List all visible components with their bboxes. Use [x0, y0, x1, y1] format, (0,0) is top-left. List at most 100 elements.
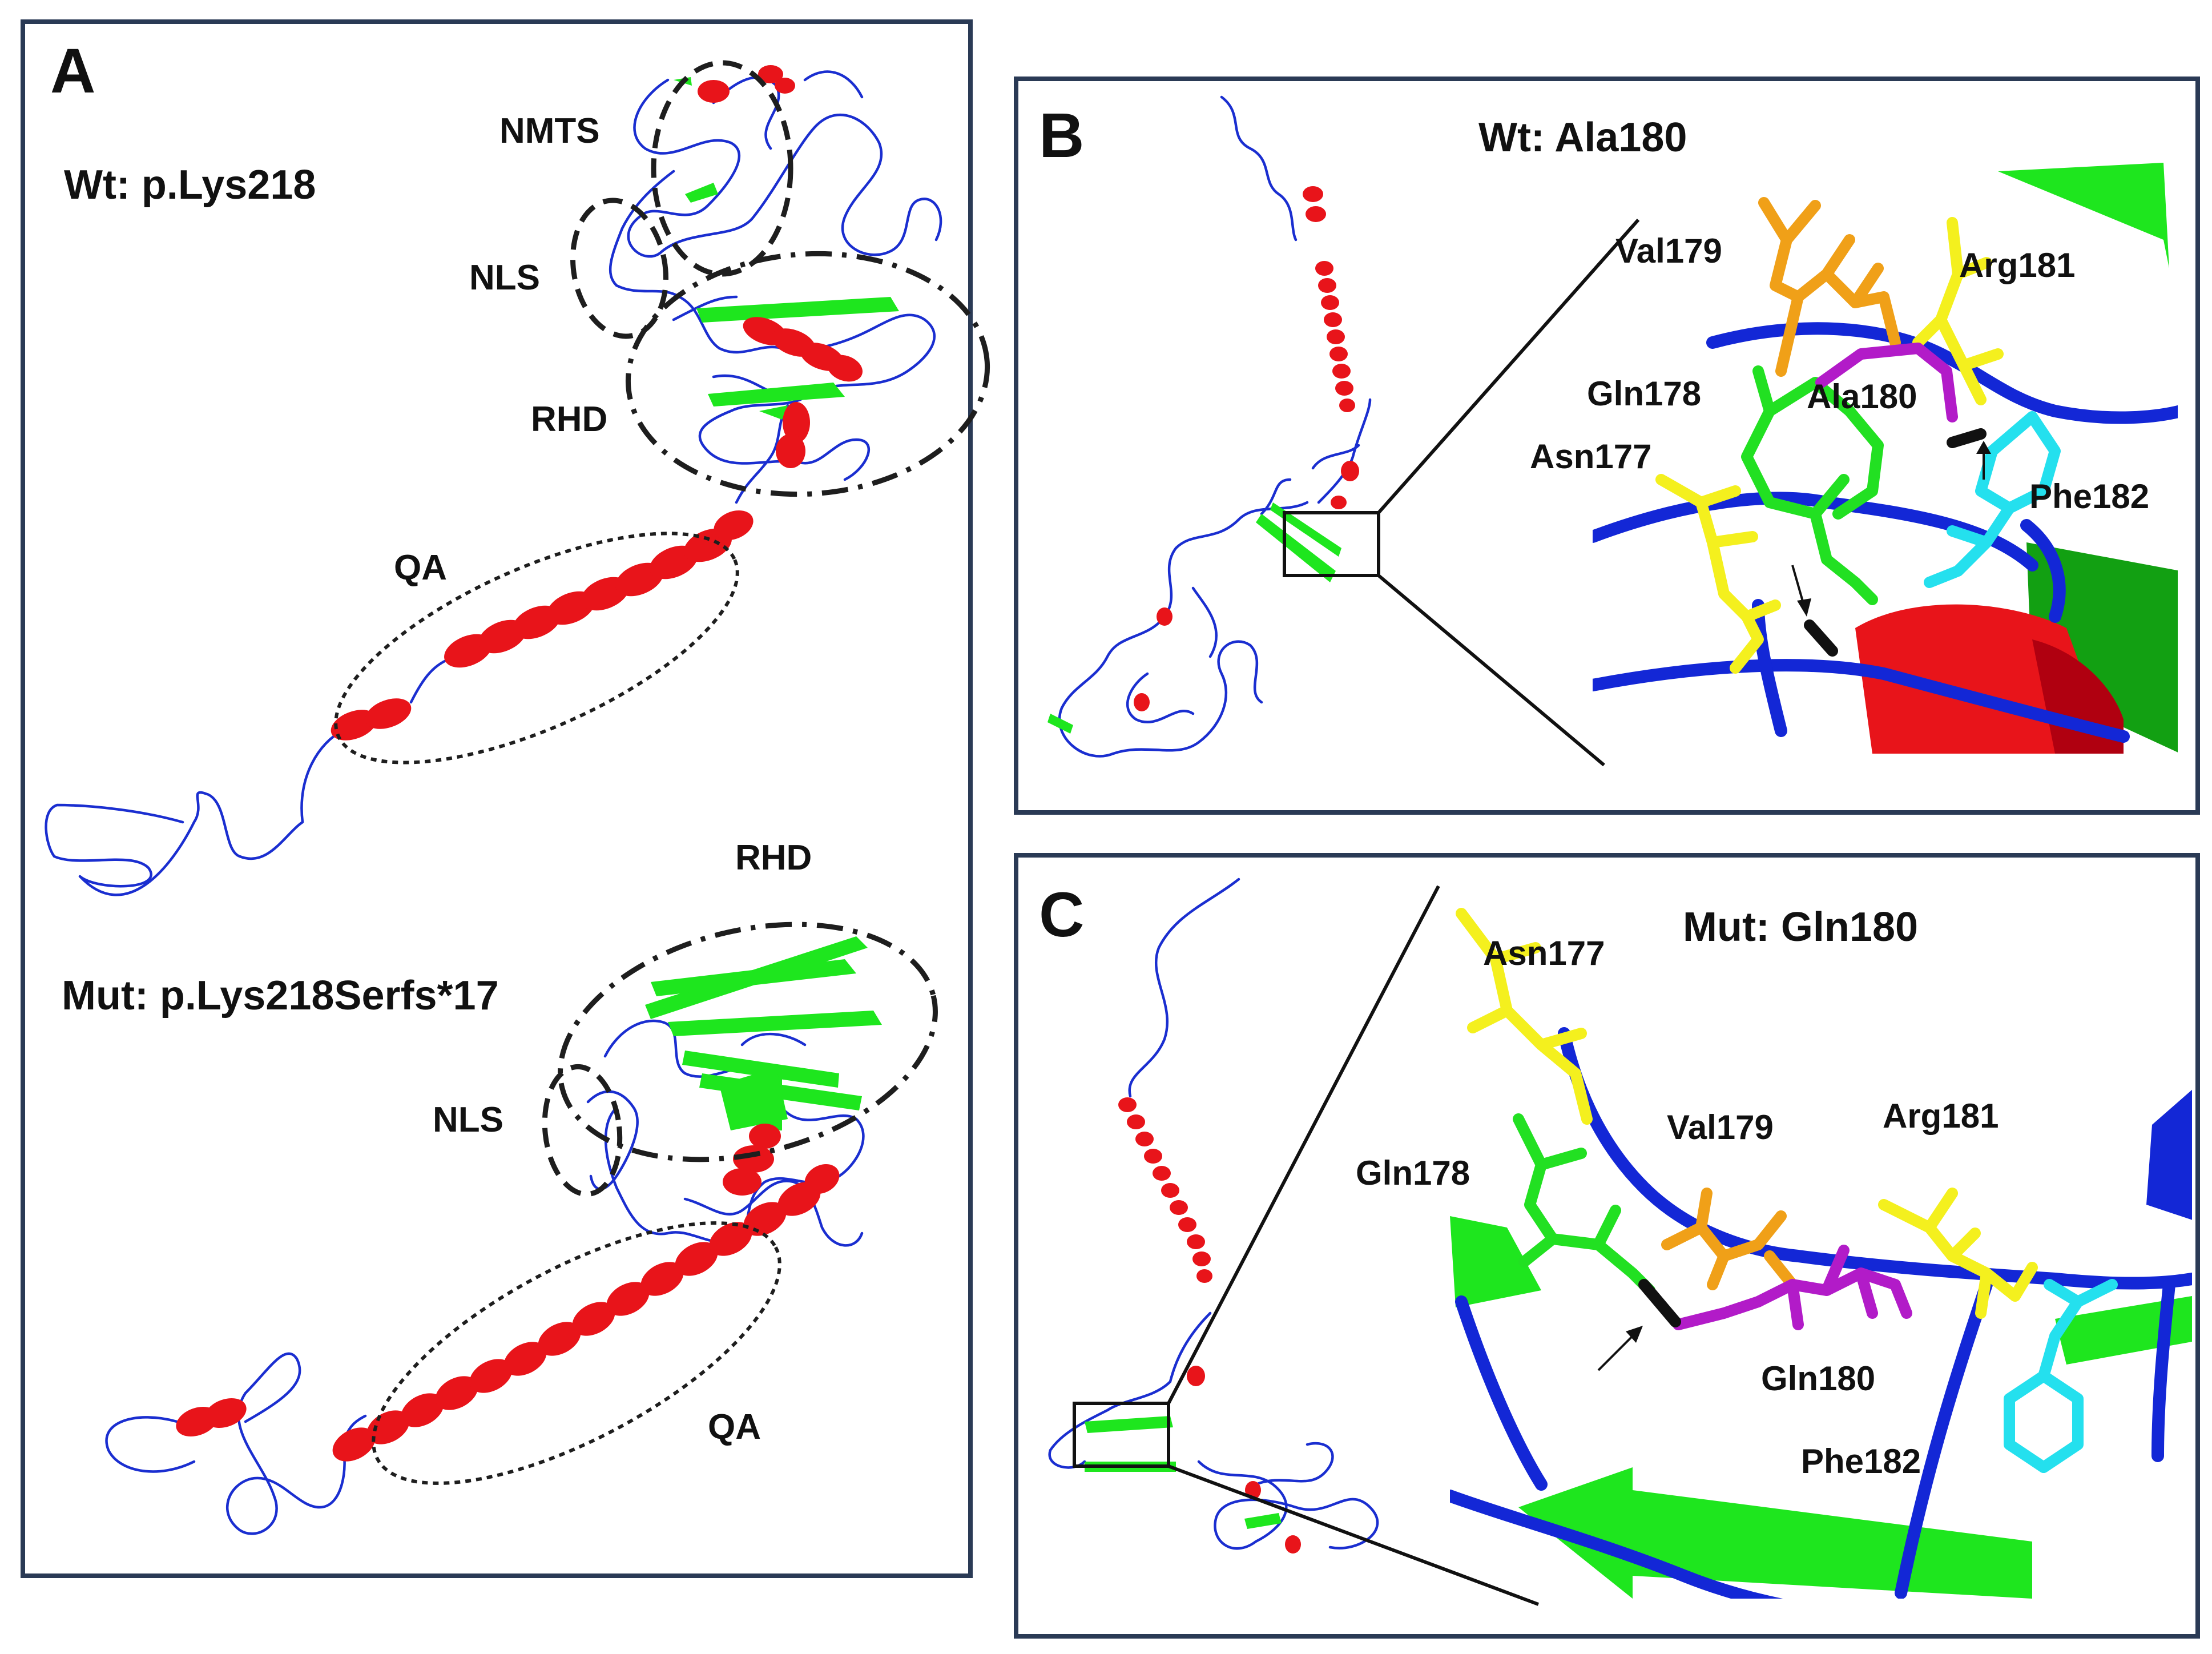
- c-overview-coil: [1048, 878, 1379, 1550]
- panel-a: A Wt: p.Lys218 Mut: p.Lys218Serfs*17: [21, 19, 990, 1578]
- b-backbone-2: [1706, 322, 2178, 424]
- panel-c: C: [1014, 853, 2200, 1639]
- b-title: Wt: Ala180: [1478, 115, 1687, 160]
- mut-label-rhd: RHD: [735, 838, 812, 878]
- c-backbone-4: [1895, 1278, 1993, 1599]
- mut-coil-domain: [586, 1019, 865, 1247]
- b-label-ala180: Ala180: [1807, 377, 1917, 416]
- wt-sheet: [696, 297, 899, 420]
- b-overview-helix: [1134, 186, 1359, 711]
- mut-nls-outline: [542, 1064, 623, 1197]
- mut-helix-qa: [176, 1164, 840, 1462]
- c-overview-helix: [1118, 1097, 1301, 1554]
- b-phe182-sticks: [1924, 411, 2061, 588]
- wt-nls-outline: [570, 198, 668, 339]
- c-arrow: [1597, 1335, 1634, 1371]
- b-arg181-sticks: [1912, 217, 2004, 405]
- panel-b-zoom: [1593, 163, 2178, 754]
- panel-a-frame: [21, 19, 973, 1578]
- c-sheet-bottom-arrow: [1518, 1467, 2032, 1599]
- c-zoom-line-top: [1167, 885, 1440, 1405]
- b-label-gln178: Gln178: [1587, 375, 1701, 413]
- c-label-gln178: Gln178: [1356, 1154, 1470, 1192]
- wt-helix-rhd: [743, 317, 863, 468]
- b-zoom-line-bottom: [1377, 574, 1605, 767]
- wt-label-qa: QA: [394, 548, 447, 587]
- c-gln178-sticks: [1513, 1113, 1655, 1296]
- b-ala180-sticks: [1815, 343, 1958, 422]
- c-val179-sticks: [1661, 1188, 1798, 1290]
- wt-label-rhd: RHD: [531, 400, 607, 439]
- c-label-phe182: Phe182: [1801, 1442, 1921, 1480]
- b-label-asn177: Asn177: [1530, 437, 1651, 476]
- b-backbone-4: [1752, 599, 1787, 737]
- c-backbone-3: [1450, 1490, 1783, 1599]
- panel-c-zoom: [1450, 908, 2192, 1599]
- panel-a-letter: A: [50, 36, 95, 106]
- c-arrow-blue-right: [2146, 1089, 2192, 1220]
- c-label-gln180: Gln180: [1761, 1359, 1875, 1398]
- b-arrow-1-head: [1976, 441, 1991, 454]
- c-overview-sheet: [1085, 1416, 1282, 1529]
- panel-c-overview: [1048, 878, 1540, 1606]
- wt-label-nls: NLS: [469, 258, 540, 297]
- panel-b-overview: [1047, 95, 1640, 767]
- c-label-asn177: Asn177: [1483, 934, 1605, 972]
- c-arrow-head: [1626, 1326, 1643, 1343]
- c-asn177-sticks: [1456, 908, 1593, 1125]
- c-backbone-5: [2151, 1278, 2175, 1462]
- c-gln180-sticks: [1673, 1245, 1912, 1330]
- wt-qa-outline: [334, 532, 739, 764]
- c-label-val179: Val179: [1667, 1108, 1774, 1146]
- wt-structure: NMTS NLS RHD QA: [45, 60, 990, 896]
- b-backbone-5: [2020, 519, 2066, 623]
- wt-title: Wt: p.Lys218: [64, 162, 316, 208]
- mut-structure: RHD NLS QA: [105, 838, 938, 1535]
- panel-c-frame: [1014, 853, 2200, 1639]
- b-zoom-line-top: [1377, 219, 1640, 514]
- b-val179-sticks: [1758, 197, 1901, 377]
- c-label-arg181: Arg181: [1883, 1097, 1999, 1135]
- b-zoom-box: [1283, 511, 1380, 577]
- mut-label-nls: NLS: [433, 1100, 503, 1140]
- panel-b-letter: B: [1039, 100, 1084, 171]
- b-label-val179: Val179: [1615, 232, 1722, 270]
- b-label-phe182: Phe182: [2029, 477, 2149, 516]
- b-arrow-2: [1791, 565, 1805, 606]
- wt-nmts-outline: [651, 60, 793, 277]
- wt-label-nmts: NMTS: [499, 111, 600, 151]
- mut-label-qa: QA: [708, 1407, 761, 1447]
- b-bond-bottom: [1804, 619, 1838, 657]
- c-title: Mut: Gln180: [1683, 904, 1918, 950]
- b-arrow-sheet-top: [1998, 163, 2169, 268]
- panel-b: B: [1014, 77, 2200, 815]
- c-zoom-box: [1073, 1402, 1170, 1468]
- wt-helix-qa: [331, 510, 754, 741]
- mut-qa-outline: [372, 1221, 781, 1485]
- b-backbone-3: [1593, 659, 2130, 743]
- mut-sheet: [645, 936, 882, 1130]
- c-backbone-1: [1558, 1027, 2192, 1290]
- mut-rhd-outline: [558, 921, 938, 1162]
- wt-rhd-outline: [625, 251, 990, 497]
- c-backbone-2: [1455, 1295, 1548, 1491]
- c-bond: [1638, 1279, 1681, 1327]
- c-sheet-left: [1450, 1216, 1541, 1307]
- c-phe182-sticks: [2004, 1279, 2118, 1473]
- mut-coil-tail: [105, 1352, 367, 1535]
- wt-helix-top: [698, 65, 795, 103]
- mut-title: Mut: p.Lys218Serfs*17: [62, 973, 499, 1019]
- c-arg181-sticks: [1878, 1188, 2038, 1319]
- b-arrow-2-head: [1797, 598, 1811, 617]
- b-bond-top: [1947, 428, 1987, 448]
- panel-c-letter: C: [1039, 880, 1084, 950]
- b-label-arg181: Arg181: [1959, 246, 2075, 284]
- c-zoom-line-bottom: [1167, 1464, 1540, 1606]
- b-asn177-sticks: [1655, 474, 1781, 674]
- mut-helix-rhd: [723, 1124, 781, 1196]
- wt-coil-tail: [45, 729, 344, 896]
- wt-sheet-small: [674, 77, 718, 203]
- b-overview-coil: [1058, 95, 1372, 758]
- panel-b-frame: [1014, 77, 2200, 815]
